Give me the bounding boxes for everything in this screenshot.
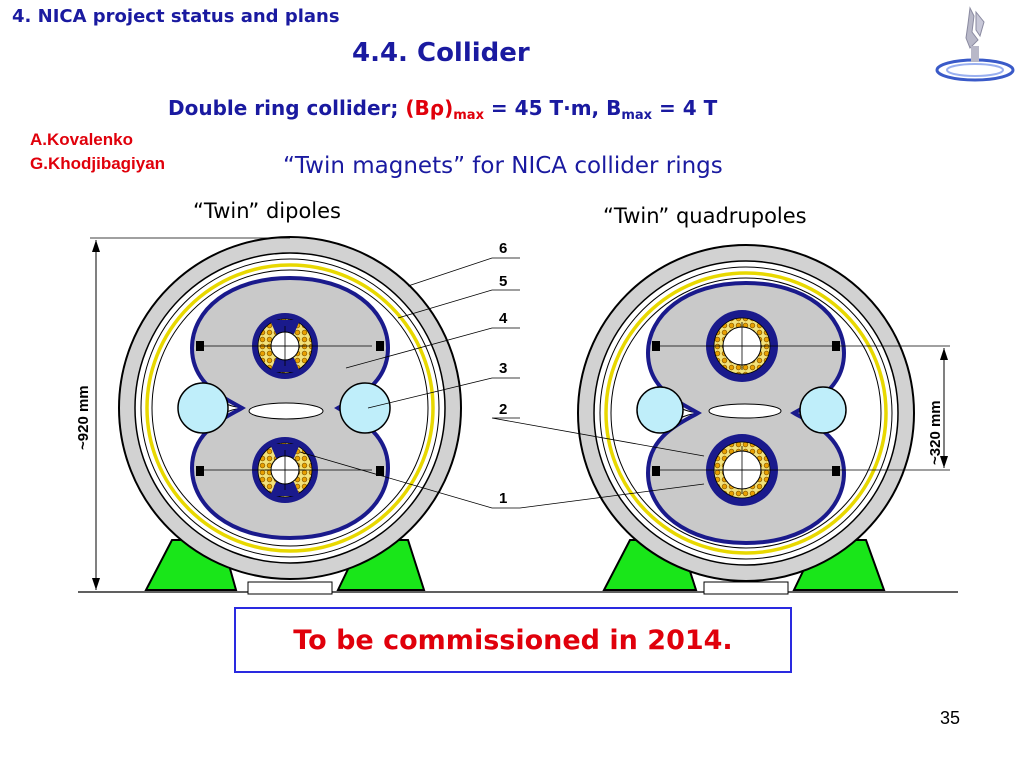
- dipole-magnet: [118, 236, 462, 595]
- author-1: A.Kovalenko: [30, 130, 133, 149]
- pipe-left-q: [636, 386, 684, 434]
- section-heading: 4. NICA project status and plans: [12, 6, 340, 27]
- subtitle-formula: (Bρ)max: [405, 96, 484, 123]
- commission-box: To be commissioned in 2014.: [234, 607, 792, 673]
- max-subscript-1: max: [453, 108, 484, 123]
- page-number: 35: [940, 708, 961, 728]
- pipe-left: [177, 382, 229, 434]
- commission-text: To be commissioned in 2014.: [293, 624, 733, 656]
- part-number-5: 5: [499, 273, 507, 290]
- base-plate: [247, 581, 333, 595]
- cryostat-ring-q: [604, 271, 888, 555]
- eq-1: = 45 T: [483, 96, 564, 120]
- dim-320-label: ~320 mm: [927, 400, 944, 465]
- subtitle: Double ring collider; (Bρ)max = 45 T·m, …: [168, 96, 717, 123]
- slide-title: 4.4. Collider: [352, 38, 530, 68]
- nica-logo: [935, 6, 1015, 82]
- subtitle-lead: Double ring collider;: [168, 96, 399, 120]
- author-2: G.Khodjibagiyan: [30, 154, 166, 173]
- cryostat-inner: [151, 269, 429, 547]
- part-number-4: 4: [499, 310, 508, 327]
- part-number-6: 6: [499, 240, 507, 257]
- thermal-shield: [140, 258, 440, 558]
- brho-suffix: ): [444, 96, 454, 120]
- dim-920-label: ~920 mm: [75, 385, 92, 450]
- cryostat-ring: [145, 263, 435, 553]
- center-slot: [248, 402, 324, 420]
- quadrupoles-label: “Twin” quadrupoles: [603, 204, 807, 228]
- part-number-3: 3: [499, 360, 507, 377]
- leader-lines: [299, 257, 705, 509]
- rho-symbol: ρ: [429, 96, 445, 120]
- unit-m: m, B: [570, 96, 622, 120]
- authors: A.Kovalenko G.Khodjibagiyan: [30, 128, 165, 176]
- dot-symbol: ·: [563, 96, 571, 120]
- dimension-320: [940, 348, 948, 468]
- quadrupole-magnet: [577, 244, 950, 595]
- dimension-920: [90, 237, 290, 590]
- part-number-1: 1: [499, 490, 507, 507]
- dipoles-label: “Twin” dipoles: [193, 199, 341, 223]
- part-number-2: 2: [499, 401, 507, 418]
- diagram-title: “Twin magnets” for NICA collider rings: [283, 153, 723, 179]
- pipe-right-q: [799, 386, 847, 434]
- eq-2: = 4 T: [652, 96, 718, 120]
- brho-prefix: (B: [405, 96, 430, 120]
- pipe-right: [339, 382, 391, 434]
- max-subscript-2: max: [621, 108, 653, 123]
